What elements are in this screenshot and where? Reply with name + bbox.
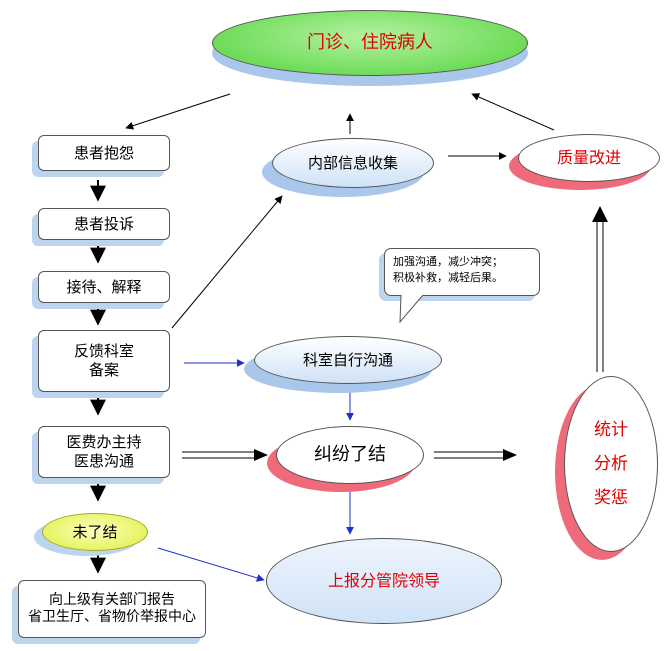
resolved-label: 纠纷了结 [314,443,386,465]
grievance-box: 患者投诉 [38,208,170,240]
feedback-label-line1: 反馈科室 [73,342,134,361]
medfee-box: 医费办主持 医患沟通 [38,426,170,478]
reception-box: 接待、解释 [38,271,170,303]
quality-node: 质量改进 [518,134,660,182]
feedback-box: 反馈科室 备案 [38,330,170,392]
quality-label: 质量改进 [556,148,621,167]
outpatient-node: 门诊、住院病人 [212,10,528,76]
outpatient-label: 门诊、住院病人 [307,31,433,53]
report-label-line2: 省卫生厅、省物价举报中心 [28,609,196,625]
statistics-node: 统计 分析 奖惩 [564,376,658,552]
grievance-label: 患者投诉 [73,214,134,233]
statistics-label-3: 奖惩 [594,488,628,508]
arrow-quality-to-top [471,93,555,131]
complaint-box: 患者抱怨 [38,135,170,171]
leadership-label: 上报分管院领导 [327,571,440,590]
callout-note: 加强沟通，减少冲突； 积极补救，减轻后果。 [384,248,540,296]
leadership-node: 上报分管院领导 [266,538,502,624]
arrow-stats-to-quality-head [592,206,608,222]
medfee-label-line1: 医费办主持 [66,433,142,452]
arrow-feedback-to-internal [171,195,283,329]
resolved-node: 纠纷了结 [276,426,424,484]
callout-tail [399,294,424,324]
report-label-line1: 向上级有关部门报告 [49,591,175,608]
internal-info-node: 内部信息收集 [272,138,434,188]
unresolved-label: 未了结 [72,522,118,541]
dept-comm-label: 科室自行沟通 [302,350,393,369]
callout-line1: 加强沟通，减少冲突； [393,255,503,268]
arrow-resolved-to-stats-head [503,449,517,461]
arrow-medfee-to-resolved-head [254,449,268,461]
feedback-label-line2: 备案 [88,361,119,379]
internal-info-label: 内部信息收集 [307,153,398,172]
statistics-label-1: 统计 [594,420,628,440]
arrow-to-complaint [125,93,231,130]
arrow-unresolved-to-leadership [157,547,265,582]
report-box: 向上级有关部门报告 省卫生厅、省物价举报中心 [18,580,206,638]
reception-label: 接待、解释 [66,277,142,296]
dept-comm-node: 科室自行沟通 [254,336,442,384]
statistics-label-2: 分析 [594,454,628,474]
medfee-label-line2: 医患沟通 [73,452,134,470]
unresolved-node: 未了结 [42,513,148,551]
callout-line2: 积极补救，减轻后果。 [393,270,503,284]
complaint-label: 患者抱怨 [73,143,134,162]
